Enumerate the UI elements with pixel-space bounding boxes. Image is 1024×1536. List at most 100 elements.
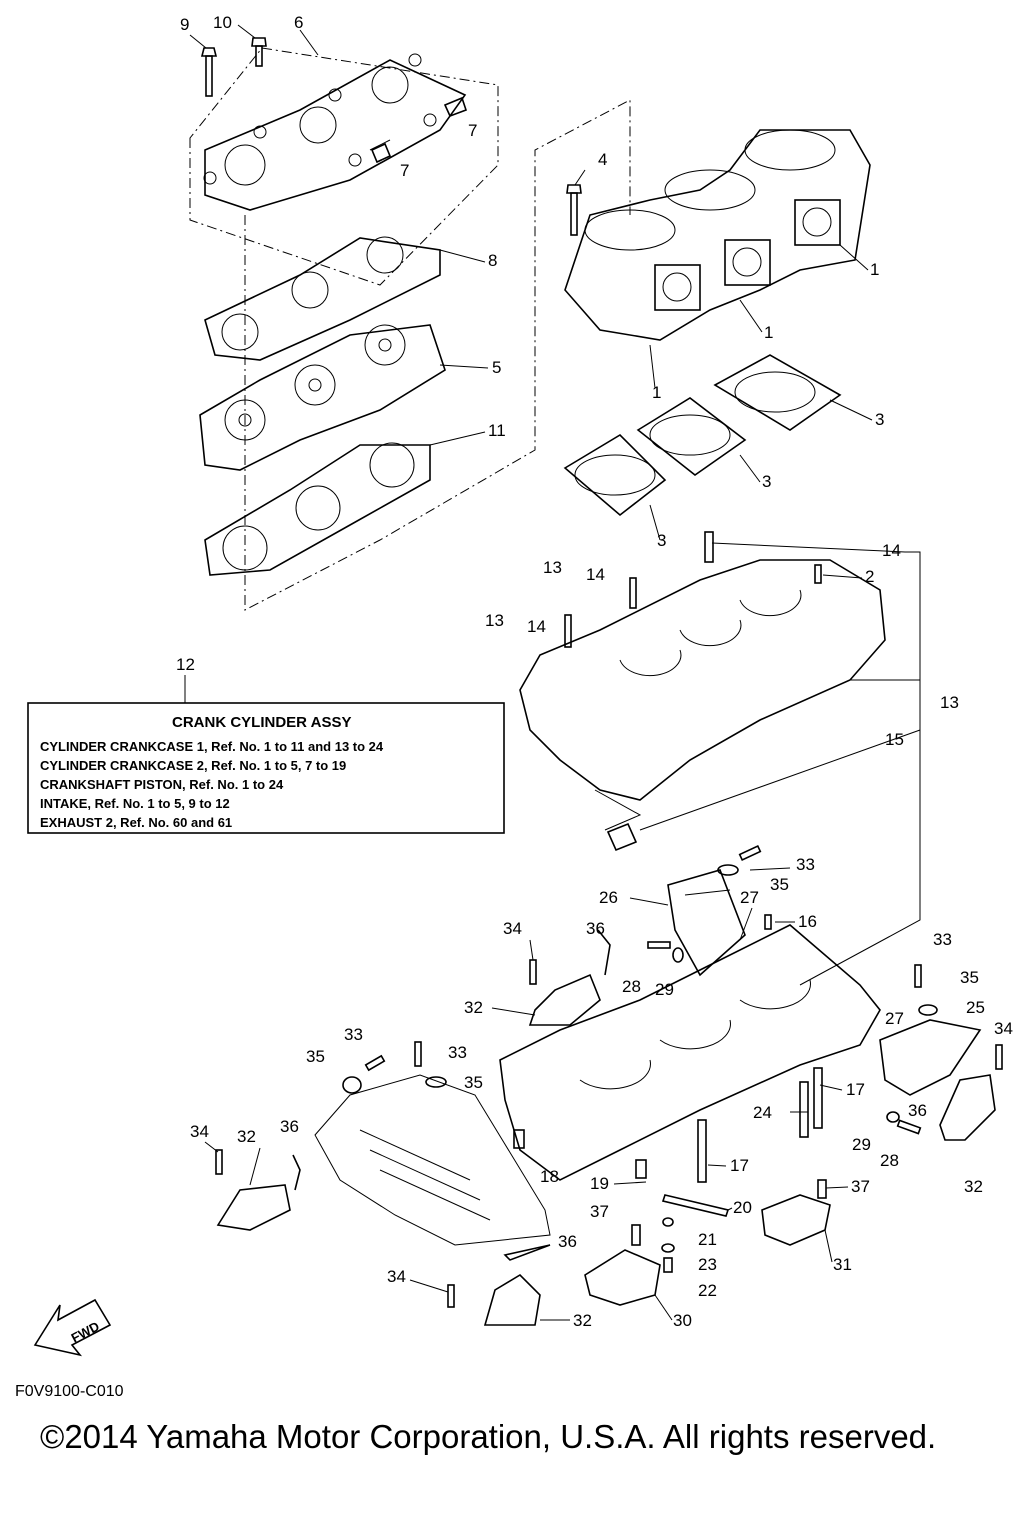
engine-mount-32-d	[483, 1273, 541, 1326]
callout-28: 28	[880, 1151, 899, 1170]
leader-lines	[189, 24, 873, 1321]
callout-17: 17	[846, 1080, 865, 1099]
fwd-label: FWD	[69, 1318, 102, 1345]
callout-14: 14	[527, 617, 546, 636]
callout-11: 11	[488, 421, 506, 440]
callout-28: 28	[622, 977, 641, 996]
bolt-34-d	[447, 1284, 455, 1308]
cylinder-gasket-11	[204, 442, 431, 576]
callout-18: 18	[540, 1167, 559, 1186]
callout-33: 33	[448, 1043, 467, 1062]
callout-13: 13	[940, 693, 959, 712]
callout-20: 20	[733, 1198, 752, 1217]
hose-36-b	[292, 1154, 301, 1191]
base-gasket-3	[563, 354, 842, 517]
callout-29: 29	[852, 1135, 871, 1154]
washer-35-a	[717, 864, 739, 876]
cylinder-block-1	[564, 129, 871, 341]
bolt-10	[251, 37, 267, 67]
callout-16: 16	[798, 912, 817, 931]
washer-29-b	[886, 1111, 900, 1123]
bolt-34-b	[995, 1044, 1003, 1070]
bolt-28-a	[647, 941, 671, 949]
info-box-line: CYLINDER CRANKCASE 1, Ref. No. 1 to 11 a…	[40, 739, 384, 754]
bolt-19	[635, 1159, 647, 1179]
info-box-title: CRANK CYLINDER ASSY	[172, 714, 351, 731]
callout-12: 12	[176, 655, 195, 674]
callout-10: 10	[213, 13, 232, 32]
cylinder-head-cover	[189, 47, 499, 286]
pin-16	[764, 914, 772, 930]
bolt-18	[513, 1129, 525, 1149]
callout-labels: 9 10 6 7 7 8 5 11 4 1 1 1 3 3 3 14 2 13 …	[176, 13, 1013, 1330]
bolt-22	[663, 1257, 673, 1273]
callout-33: 33	[933, 930, 952, 949]
callout-3: 3	[762, 472, 771, 491]
washer-29-a	[672, 947, 684, 963]
bolt-9	[200, 47, 218, 97]
callout-9: 9	[180, 15, 189, 34]
crankcase-upper-13	[519, 531, 886, 801]
callout-8: 8	[488, 251, 497, 270]
callout-19: 19	[590, 1174, 609, 1193]
callout-36: 36	[280, 1117, 299, 1136]
callout-27: 27	[885, 1009, 904, 1028]
bolt-17-a	[813, 1067, 823, 1129]
callout-1: 1	[652, 383, 661, 402]
callout-22: 22	[698, 1281, 717, 1300]
engine-mount-32-b	[939, 1074, 996, 1141]
callout-34: 34	[503, 919, 522, 938]
callout-30: 30	[673, 1311, 692, 1330]
bolt-33-c	[364, 1054, 386, 1072]
callout-6: 6	[294, 13, 303, 32]
callout-3: 3	[657, 531, 666, 550]
callout-34: 34	[387, 1267, 406, 1286]
centerline-left	[244, 99, 631, 611]
bolt-33-d	[414, 1041, 422, 1067]
info-box-line: CYLINDER CRANKCASE 2, Ref. No. 1 to 5, 7…	[40, 758, 346, 773]
copyright-notice: ©2014 Yamaha Motor Corporation, U.S.A. A…	[40, 1418, 936, 1455]
callout-15: 15	[885, 730, 904, 749]
callout-36: 36	[586, 919, 605, 938]
callout-27: 27	[740, 888, 759, 907]
info-box-line: CRANKSHAFT PISTON, Ref. No. 1 to 24	[40, 777, 284, 792]
callout-32: 32	[237, 1127, 256, 1146]
callout-1: 1	[870, 260, 879, 279]
washer-35-d	[425, 1076, 447, 1088]
clamp-20	[661, 1194, 730, 1217]
callout-32: 32	[573, 1311, 592, 1330]
fwd-arrow	[33, 1298, 112, 1357]
callout-33: 33	[796, 855, 815, 874]
callout-35: 35	[464, 1073, 483, 1092]
callout-13: 13	[543, 558, 562, 577]
bolt-34-a	[529, 959, 537, 985]
crankcase-lower	[499, 924, 881, 1181]
info-box-line: INTAKE, Ref. No. 1 to 5, 9 to 12	[40, 796, 230, 811]
callout-4: 4	[598, 150, 607, 169]
callout-35: 35	[306, 1047, 325, 1066]
callout-37: 37	[590, 1202, 609, 1221]
bolt-33-b	[914, 964, 922, 988]
bolt-24	[799, 1081, 809, 1138]
bracket-15	[639, 729, 921, 831]
cover-31	[761, 1194, 831, 1246]
callout-26: 26	[599, 888, 618, 907]
callout-3: 3	[875, 410, 884, 429]
callout-13: 13	[485, 611, 504, 630]
reed-valve-26	[667, 869, 746, 977]
callout-17: 17	[730, 1156, 749, 1175]
callout-37: 37	[851, 1177, 870, 1196]
callout-31: 31	[833, 1255, 852, 1274]
callout-35: 35	[960, 968, 979, 987]
callout-21: 21	[698, 1230, 717, 1249]
washer-23	[661, 1243, 675, 1253]
head-gasket-8	[204, 236, 441, 361]
callout-36: 36	[558, 1232, 577, 1251]
washer-35-c	[342, 1076, 362, 1094]
washer-35-b	[918, 1004, 938, 1016]
washer-21	[662, 1217, 674, 1227]
hose-36-a	[597, 929, 611, 976]
bolt-28-b	[896, 1119, 922, 1135]
diagram-code: F0V9100-C010	[15, 1383, 124, 1400]
